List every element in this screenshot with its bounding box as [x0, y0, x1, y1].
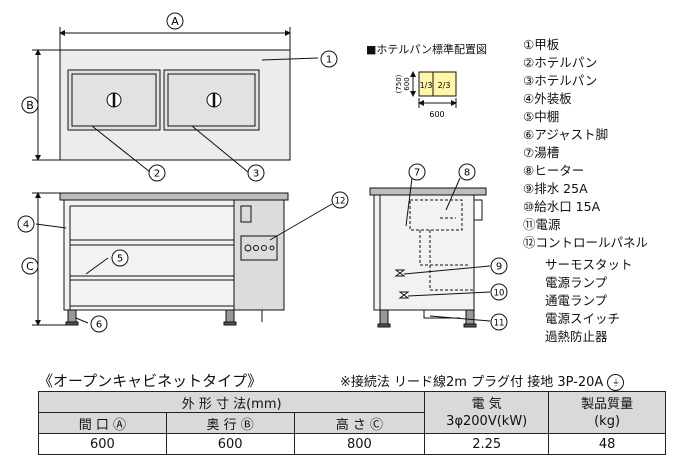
callout-number: 9: [496, 262, 502, 273]
col-width-header: 間 口 Ⓐ: [38, 412, 167, 434]
part-item: ⑫コントロールパネル: [523, 235, 649, 250]
top-view: [32, 27, 319, 173]
connection-note-text: ※接続法 リード線2m プラグ付 接地 3P-20A: [340, 375, 604, 390]
panel-item: 電源ランプ: [545, 275, 608, 290]
callout-circle: [490, 257, 508, 275]
connection-note: ※接続法 リード線2m プラグ付 接地 3P-20A ⏚: [340, 371, 625, 391]
callout-circle: [331, 191, 349, 209]
hotel-pan-cell-1: 1/3: [420, 81, 433, 90]
dim-label-b: B: [26, 99, 34, 112]
dims-header: 外 形 寸 法(mm): [37, 391, 426, 413]
power-value: 2.25: [424, 433, 550, 455]
callout-number: 10: [494, 289, 505, 299]
callout-number: 8: [464, 168, 470, 179]
callout-number: 5: [117, 254, 123, 265]
callout-circle: [408, 163, 426, 181]
front-view: [32, 192, 333, 326]
elec-header: 電 気 3φ200V(kW): [424, 391, 550, 434]
callout-circle: [320, 50, 338, 68]
hotel-pan-width-value: 600: [429, 110, 444, 119]
callout-circle: [90, 315, 108, 333]
parts-list: ①甲板 ②ホテルパン ③ホテルパン ④外装板 ⑤中棚 ⑥アジャスト脚 ⑦湯槽 ⑧ヒーター ⑨排水…: [523, 36, 648, 252]
weight-header-1: 製品質量: [581, 396, 634, 412]
part-item: ⑧ヒーター: [523, 163, 585, 178]
dim-label-c: C: [26, 260, 34, 273]
callout-number: 12: [335, 197, 346, 207]
height-value: 800: [293, 433, 426, 455]
hotel-pan-title: ■ホテルパン標準配置図: [366, 43, 487, 56]
part-item: ③ホテルパン: [523, 73, 598, 88]
hotel-pan-layout: [410, 71, 457, 108]
panel-item: サーモスタット: [545, 257, 633, 272]
part-item: ④外装板: [523, 91, 572, 106]
callout-circle: [247, 164, 265, 182]
control-panel-plate: [240, 235, 278, 261]
weight-header: 製品質量 (kg): [548, 391, 666, 434]
type-title: 《オープンキャビネットタイプ》: [38, 372, 263, 390]
col-depth-header: 奥 行 Ⓑ: [165, 412, 295, 434]
panel-item: 電源スイッチ: [545, 311, 621, 326]
panel-item: 過熱防止器: [545, 329, 608, 344]
side-view: [369, 177, 491, 328]
part-item: ②ホテルパン: [523, 55, 598, 70]
callout-number: 3: [253, 169, 259, 180]
weight-header-2: (kg): [594, 413, 621, 429]
weight-value: 48: [548, 433, 666, 455]
control-panel-items: サーモスタット電源ランプ通電ランプ電源スイッチ過熱防止器: [545, 256, 633, 346]
callout-number: 4: [23, 220, 29, 231]
width-value: 600: [38, 433, 167, 455]
hotel-pan-depth-value: 600: [403, 77, 411, 90]
callout-circle: [458, 163, 476, 181]
col-height-header: 高 さ Ⓒ: [293, 412, 426, 434]
dim-label-a: A: [171, 15, 179, 28]
part-item: ⑪電源: [523, 217, 561, 232]
dimension-labels: A B C: [21, 12, 184, 275]
callout-circle: [17, 215, 35, 233]
callout-number: 11: [494, 319, 505, 329]
callout-circle: [490, 283, 508, 301]
hotel-pan-depth-label: (750): [395, 74, 403, 93]
ground-icon: ⏚: [607, 374, 625, 391]
callout-number: 7: [414, 168, 420, 179]
callout-number: 1: [326, 55, 332, 66]
part-item: ⑨排水 25A: [523, 181, 588, 196]
part-item: ⑤中棚: [523, 109, 560, 124]
part-item: ⑦湯槽: [523, 145, 560, 160]
callout-number: 6: [96, 320, 102, 331]
callout-circle: [148, 164, 166, 182]
part-item: ⑥アジャスト脚: [523, 127, 609, 142]
depth-value: 600: [165, 433, 295, 455]
callout-circle: [490, 313, 508, 331]
callout-circle: [111, 249, 129, 267]
hotel-pan-cell-2: 2/3: [438, 81, 451, 90]
panel-item: 通電ランプ: [545, 293, 608, 308]
part-item: ①甲板: [523, 37, 560, 52]
spec-table: 外 形 寸 法(mm) 電 気 3φ200V(kW) 製品質量 (kg) 間 口…: [37, 391, 666, 455]
callout-number: 2: [154, 169, 160, 180]
part-item: ⑩給水口 15A: [523, 199, 601, 214]
elec-header-1: 電 気: [471, 396, 502, 412]
elec-header-2: 3φ200V(kW): [446, 413, 528, 429]
